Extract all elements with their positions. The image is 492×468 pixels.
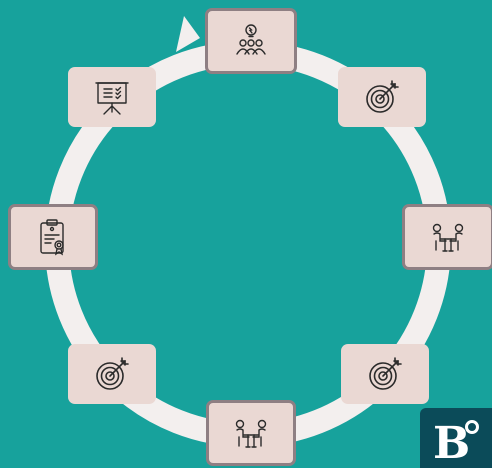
- brand-logo: B: [420, 408, 492, 468]
- brand-logo-letter: B: [433, 418, 471, 468]
- arrow-head-icon: [176, 16, 200, 52]
- target-icon: [366, 80, 399, 113]
- node-target-lower-left: [68, 344, 156, 404]
- node-meeting-bottom: [206, 400, 296, 466]
- team-idea-icon: [236, 24, 266, 55]
- presentation-board-icon: [95, 82, 129, 115]
- target-icon: [369, 357, 402, 390]
- meeting-icon: [432, 223, 464, 252]
- node-certificate-left: [8, 204, 98, 270]
- node-target-upper-right: [338, 67, 426, 127]
- certificate-icon: [40, 219, 64, 256]
- logo-ring-icon: [465, 420, 479, 434]
- node-team-idea: [205, 8, 297, 74]
- node-presentation-upper-left: [68, 67, 156, 127]
- meeting-icon: [235, 419, 267, 448]
- node-meeting-right: [402, 204, 492, 270]
- node-target-lower-right: [341, 344, 429, 404]
- target-icon: [96, 357, 129, 390]
